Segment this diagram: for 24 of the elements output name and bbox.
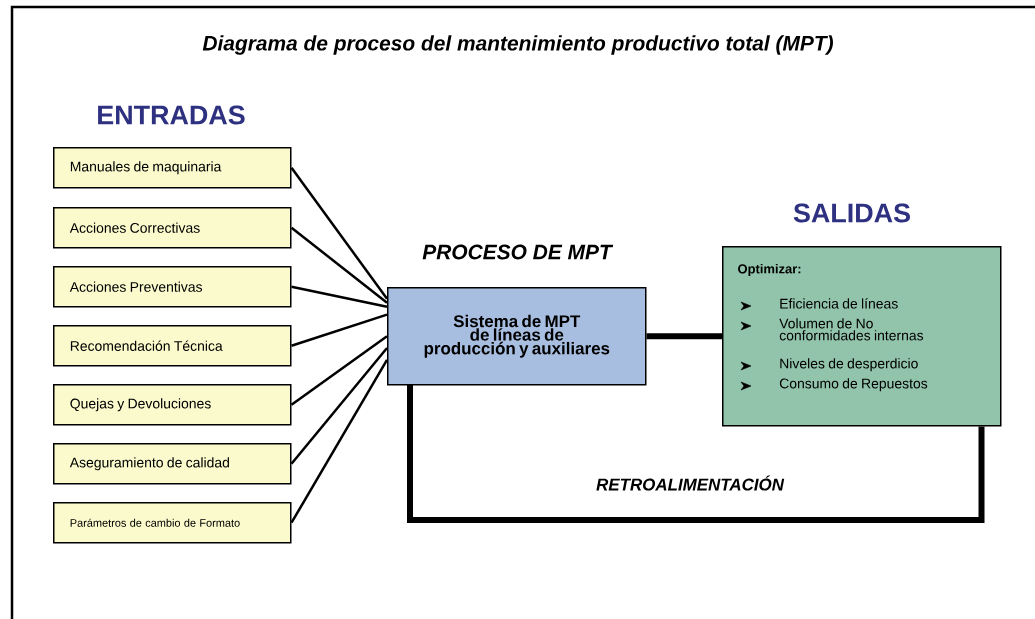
connector — [290, 226, 388, 304]
connector — [291, 313, 388, 347]
input-box: Recomendación Técnica — [53, 325, 292, 367]
connector — [646, 333, 722, 340]
box-heading: Optimizar: — [738, 263, 801, 277]
connector — [290, 359, 389, 524]
connector — [290, 347, 388, 465]
input-box: Acciones Preventivas — [53, 266, 292, 308]
input-box: Aseguramiento de calidad — [53, 443, 292, 485]
connector — [291, 285, 388, 308]
input-box: Manuales de maquinaria — [53, 147, 292, 189]
input-box: Acciones Correctivas — [53, 207, 292, 249]
section-heading: PROCESO DE MPT — [422, 244, 614, 260]
edge-label: RETROALIMENTACIÓN — [592, 472, 788, 494]
title: Diagrama de proceso del mantenimiento productivo total (MPT) — [202, 35, 833, 55]
bullet-item: Consumo de Repuestos — [779, 378, 928, 392]
input-box: Parámetros de cambio de Formato — [53, 502, 292, 544]
bullet-item: Volumen de No conformidades internas — [779, 318, 924, 341]
connector — [290, 335, 388, 406]
connector — [290, 167, 388, 300]
bullet-item: Eficiencia de líneas — [780, 298, 898, 309]
input-box: Quejas y Devoluciones — [53, 384, 292, 426]
bullet-item: Niveles de desperdicio — [780, 358, 918, 372]
process-box: Sistema de MPT de líneas de producción y auxiliares — [387, 287, 647, 386]
